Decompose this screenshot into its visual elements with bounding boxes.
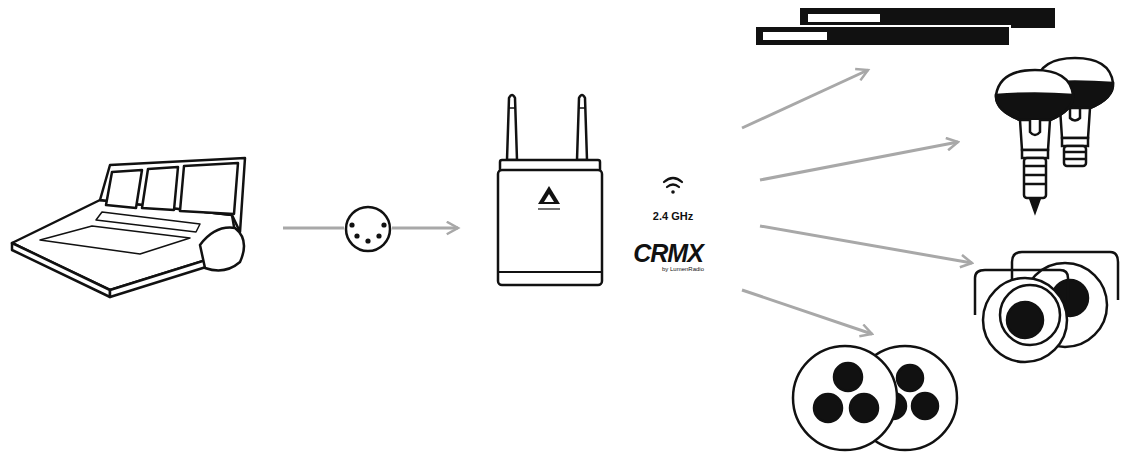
brand-subtitle: by LumenRadio [662, 266, 704, 272]
led-bulbs [996, 58, 1113, 212]
spot-fixtures [975, 252, 1118, 362]
led-bars [755, 8, 1055, 46]
dmx-connection [283, 207, 458, 251]
frequency-label: 2.4 GHz [653, 211, 693, 222]
par-fixtures [793, 346, 957, 450]
crmx-transmitter [498, 95, 602, 285]
lighting-console [12, 158, 245, 297]
wifi-icon [664, 178, 682, 194]
wireless-arrows [742, 70, 972, 334]
brand-label: CRMX [633, 241, 703, 266]
